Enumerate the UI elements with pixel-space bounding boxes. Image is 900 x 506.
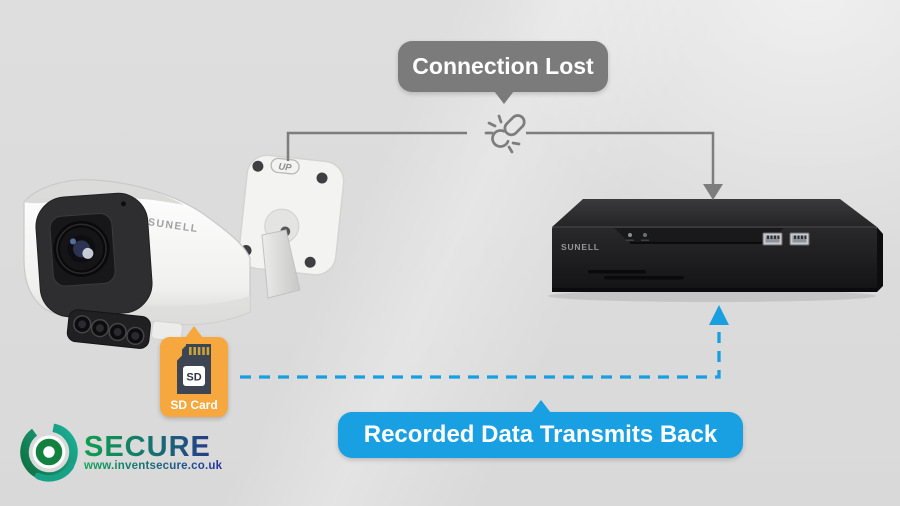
camera-front-face xyxy=(35,192,153,318)
status-led xyxy=(643,233,647,237)
camera-mount-arm xyxy=(261,229,301,299)
nvr-recess-panel xyxy=(614,228,784,243)
sd-card-icon: SD xyxy=(177,344,211,394)
mount-screw xyxy=(304,256,316,268)
bubble-tail xyxy=(531,400,551,413)
recorded-data-text: Recorded Data Transmits Back xyxy=(363,421,718,448)
camera-lens xyxy=(53,220,110,277)
arrow-up-icon xyxy=(709,305,729,325)
mount-screw xyxy=(252,160,264,172)
bubble-tail xyxy=(494,91,514,104)
secure-logo: SECURE www.inventsecure.co.uk xyxy=(16,419,222,485)
nvr-top-face xyxy=(552,199,877,227)
nvr-right-side xyxy=(877,227,883,292)
mount-up-label: UP xyxy=(278,161,293,173)
camera-mic-hole xyxy=(121,201,126,207)
broken-link-icon xyxy=(484,114,526,154)
sd-label: SD xyxy=(186,372,201,384)
connection-lost-text: Connection Lost xyxy=(412,53,594,79)
secure-website-text: www.inventsecure.co.uk xyxy=(84,459,223,472)
secure-brand-text: SECURE xyxy=(84,432,222,462)
recorded-data-bubble: Recorded Data Transmits Back xyxy=(338,400,743,458)
secure-logo-text: SECURE www.inventsecure.co.uk xyxy=(84,432,223,472)
aperture-logo-icon xyxy=(20,423,78,482)
camera-illustration: UP xyxy=(23,154,345,349)
camera-ir-led-bar xyxy=(66,309,183,349)
nvr-brand-label: SUNELL xyxy=(561,242,600,252)
badge-tail xyxy=(185,326,203,338)
sd-card-badge: SD SD Card xyxy=(160,326,228,417)
sd-card-caption: SD Card xyxy=(170,398,218,412)
usb-port xyxy=(789,232,810,246)
nvr-illustration: SUNELL xyxy=(548,199,883,302)
nvr-vent-slot xyxy=(604,276,684,280)
connection-lost-bubble: Connection Lost xyxy=(398,41,608,104)
usb-port xyxy=(762,232,783,246)
nvr-shadow xyxy=(548,290,876,302)
status-led xyxy=(628,233,632,237)
nvr-vent-slot xyxy=(588,270,646,274)
